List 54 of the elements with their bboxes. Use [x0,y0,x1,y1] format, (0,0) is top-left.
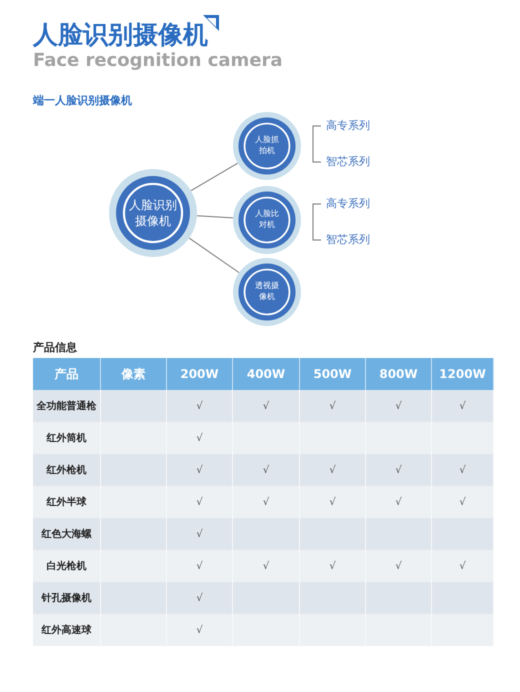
title: 人脸识别摄像机 [33,19,208,51]
table-cell: √ [366,550,432,582]
table-cell: 红外筒机 [33,422,101,454]
table-cell: √ [432,454,494,486]
table-cell: 针孔摄像机 [33,582,101,614]
table-cell: 白光枪机 [33,550,101,582]
series-label: 智芯系列 [326,154,370,169]
table-cell: √ [300,486,366,518]
table-cell: √ [300,454,366,486]
table-cell: √ [233,486,300,518]
table-cell: √ [167,518,233,550]
table-cell: √ [233,390,300,422]
section-heading: 产品信息 [33,340,77,355]
table-cell: 红色大海螺 [33,518,101,550]
series-label: 高专系列 [326,118,370,133]
subtitle: Face recognition camera [33,50,283,71]
series-label: 智芯系列 [326,232,370,247]
table-cell: 红外高速球 [33,614,101,646]
header-cell: 800W [366,358,432,390]
table-cell: √ [167,550,233,582]
circle-node: 人脸比对机 [233,186,301,254]
table-cell: √ [432,550,494,582]
table-cell: √ [300,550,366,582]
header-cell: 产品 [33,358,101,390]
table-cell: √ [366,486,432,518]
header-cell: 1200W [432,358,494,390]
table-cell: √ [233,454,300,486]
connector-line [190,162,238,192]
circle-node: 人脸抓拍机 [233,112,301,180]
circle-node: 透视摄像机 [233,258,301,326]
connector-line [196,215,234,218]
table-cell: √ [167,454,233,486]
table-cell: √ [233,550,300,582]
table-cell: 全功能普通枪 [33,390,101,422]
header-cell: 200W [167,358,233,390]
section-heading: 端一人脸识别摄像机 [33,93,132,108]
header-cell: 500W [300,358,366,390]
table-cell: √ [167,390,233,422]
table-cell: √ [432,486,494,518]
table-cell: √ [300,390,366,422]
table-cell: √ [167,486,233,518]
header-cell: 像素 [101,358,167,390]
circle-node: 人脸识别摄像机 [109,169,197,257]
table-cell: √ [167,614,233,646]
header-cell: 400W [233,358,300,390]
connector-line [188,238,240,274]
table-cell: √ [366,390,432,422]
table-cell: √ [167,582,233,614]
table-cell: √ [366,454,432,486]
table-cell: √ [167,422,233,454]
table-cell: 红外枪机 [33,454,101,486]
table-cell: 红外半球 [33,486,101,518]
series-label: 高专系列 [326,196,370,211]
table-cell: √ [432,390,494,422]
